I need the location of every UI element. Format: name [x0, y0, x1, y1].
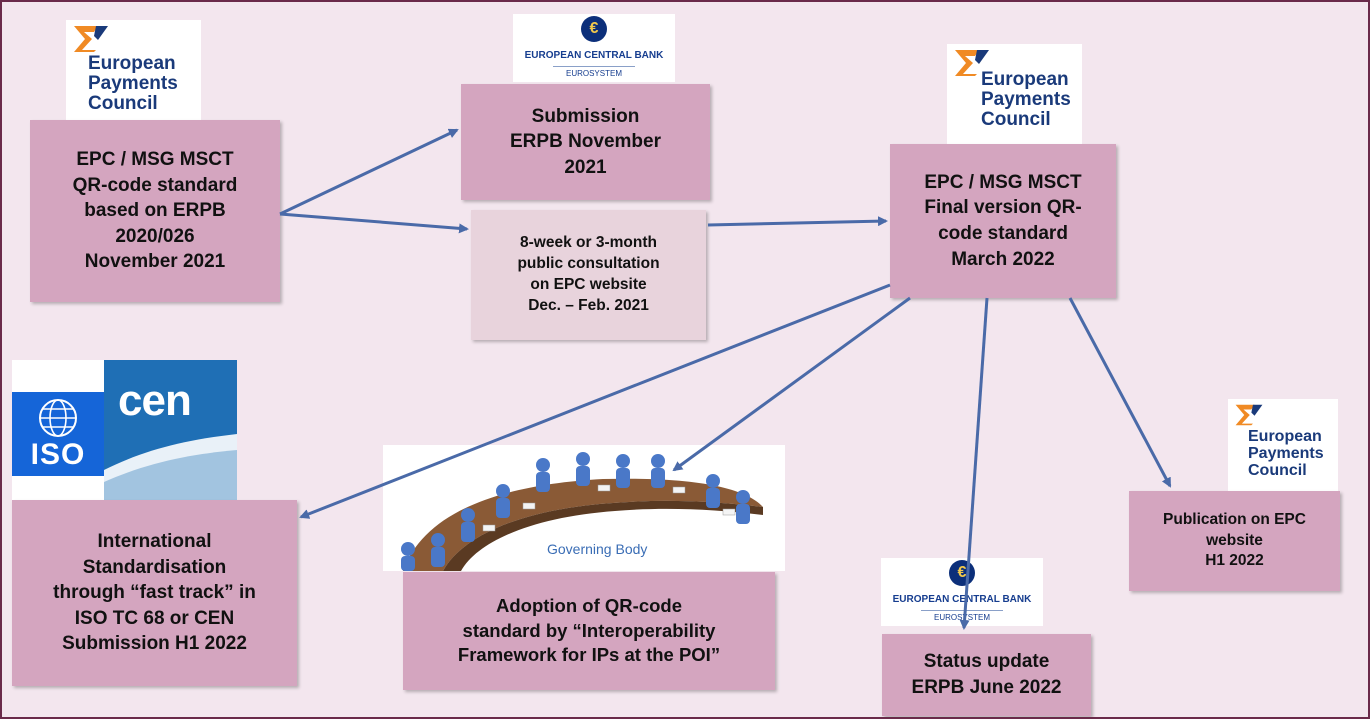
ecb-logo-sub: EUROSYSTEM — [933, 613, 990, 622]
box-publication: Publication on EPC website H1 2022 — [1129, 491, 1340, 591]
ecb-euro-icon: € — [581, 16, 607, 42]
ecb-logo-bottom: € EUROPEAN CENTRAL BANK EUROSYSTEM — [881, 558, 1043, 626]
epc-sigma-icon — [1235, 404, 1263, 426]
box-consultation: 8-week or 3-month public consultation on… — [471, 210, 706, 340]
illustration-caption: Governing Body — [547, 541, 648, 557]
arrow-to-submission — [279, 128, 459, 216]
arrow-to-international — [299, 283, 891, 519]
epc-sigma-icon — [74, 26, 108, 52]
box-submission: Submission ERPB November 2021 — [461, 84, 710, 200]
arrow-to-adoption — [672, 296, 911, 472]
epc-logo-line3: Council — [981, 108, 1051, 130]
epc-logo-top-left: European Payments Council — [66, 20, 201, 120]
epc-logo-line1: European — [88, 53, 176, 74]
epc-logo-bottom-right: European Payments Council — [1228, 399, 1338, 491]
epc-sigma-icon — [955, 50, 989, 76]
arrow-to-final — [707, 216, 888, 227]
epc-logo-line1: European — [981, 69, 1069, 90]
ecb-euro-icon: € — [949, 560, 975, 586]
box-final-version: EPC / MSG MSCT Final version QR- code st… — [890, 144, 1116, 298]
ecb-logo-sub: EUROSYSTEM — [565, 69, 622, 78]
box-epc-initial: EPC / MSG MSCT QR-code standard based on… — [30, 120, 280, 302]
epc-logo-line2: Payments — [1248, 444, 1324, 462]
iso-cen-logos: ISO cen — [12, 360, 237, 500]
box-status-update: Status update ERPB June 2022 — [882, 634, 1091, 716]
epc-logo-line3: Council — [1248, 461, 1307, 479]
cen-logo-text: cen — [118, 376, 192, 425]
cen-logo-icon: cen — [104, 360, 237, 500]
iso-logo-text: ISO — [30, 438, 86, 471]
iso-globe-icon: ISO — [12, 392, 104, 476]
box-international: International Standardisation through “f… — [12, 500, 297, 686]
meeting-table-icon: Governing Body — [383, 445, 785, 571]
box-adoption: Adoption of QR-code standard by “Interop… — [403, 572, 775, 690]
epc-logo-line1: European — [1248, 428, 1322, 445]
ecb-logo-name: EUROPEAN CENTRAL BANK — [892, 594, 1032, 605]
epc-logo-top-right: European Payments Council — [947, 44, 1082, 144]
arrow-to-publication — [1068, 297, 1172, 488]
ecb-logo-top: € EUROPEAN CENTRAL BANK EUROSYSTEM — [513, 14, 675, 82]
epc-logo-line3: Council — [88, 92, 158, 114]
arrow-to-consultation — [279, 212, 469, 234]
arrow-to-status — [959, 297, 989, 630]
epc-logo-line2: Payments — [981, 88, 1071, 110]
ecb-logo-name: EUROPEAN CENTRAL BANK — [524, 50, 664, 61]
epc-logo-line2: Payments — [88, 72, 178, 94]
